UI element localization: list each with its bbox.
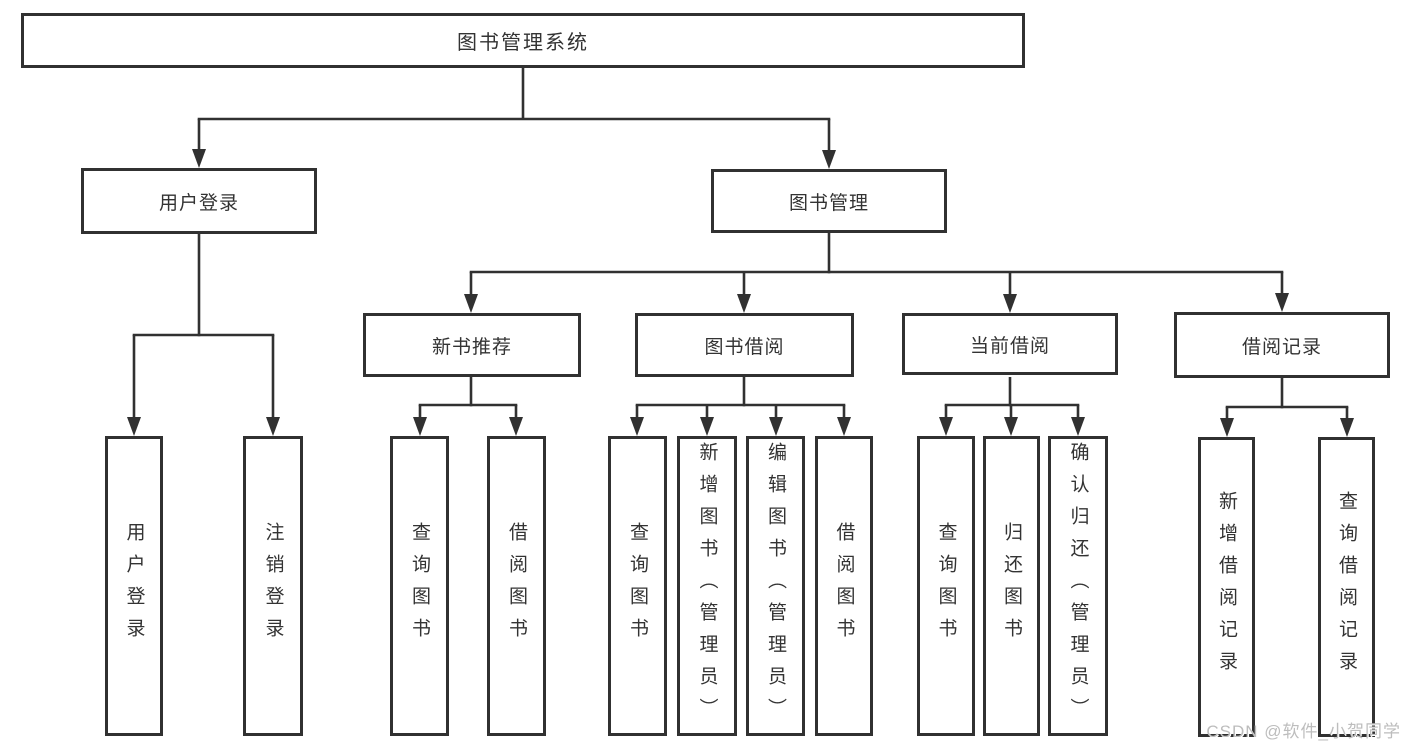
csdn-watermark: CSDN @软件_小贺同学 (1206, 722, 1401, 741)
node-book-borrowing: 图书借阅 (635, 313, 854, 377)
leaf-query-books-current: 查询图书 (917, 436, 975, 736)
leaf-logout: 注销登录 (243, 436, 303, 736)
leaf-add-borrow-record: 新增借阅记录 (1198, 437, 1255, 737)
node-user-login: 用户登录 (81, 168, 317, 234)
leaf-return-books: 归还图书 (983, 436, 1040, 736)
node-book-management: 图书管理 (711, 169, 947, 233)
node-borrowing-records: 借阅记录 (1174, 312, 1390, 378)
leaf-query-borrow-record: 查询借阅记录 (1318, 437, 1375, 737)
leaf-edit-book-admin: 编辑图书（管理员） (746, 436, 805, 736)
leaf-add-book-admin: 新增图书（管理员） (677, 436, 737, 736)
node-root: 图书管理系统 (21, 13, 1025, 68)
leaf-confirm-return-admin: 确认归还（管理员） (1048, 436, 1108, 736)
leaf-query-books-recommend: 查询图书 (390, 436, 449, 736)
node-current-borrowing: 当前借阅 (902, 313, 1118, 375)
leaf-user-login: 用户登录 (105, 436, 163, 736)
leaf-borrow-books-borrowing: 借阅图书 (815, 436, 873, 736)
leaf-query-books-borrowing: 查询图书 (608, 436, 667, 736)
node-new-book-recommendation: 新书推荐 (363, 313, 581, 377)
leaf-borrow-books-recommend: 借阅图书 (487, 436, 546, 736)
